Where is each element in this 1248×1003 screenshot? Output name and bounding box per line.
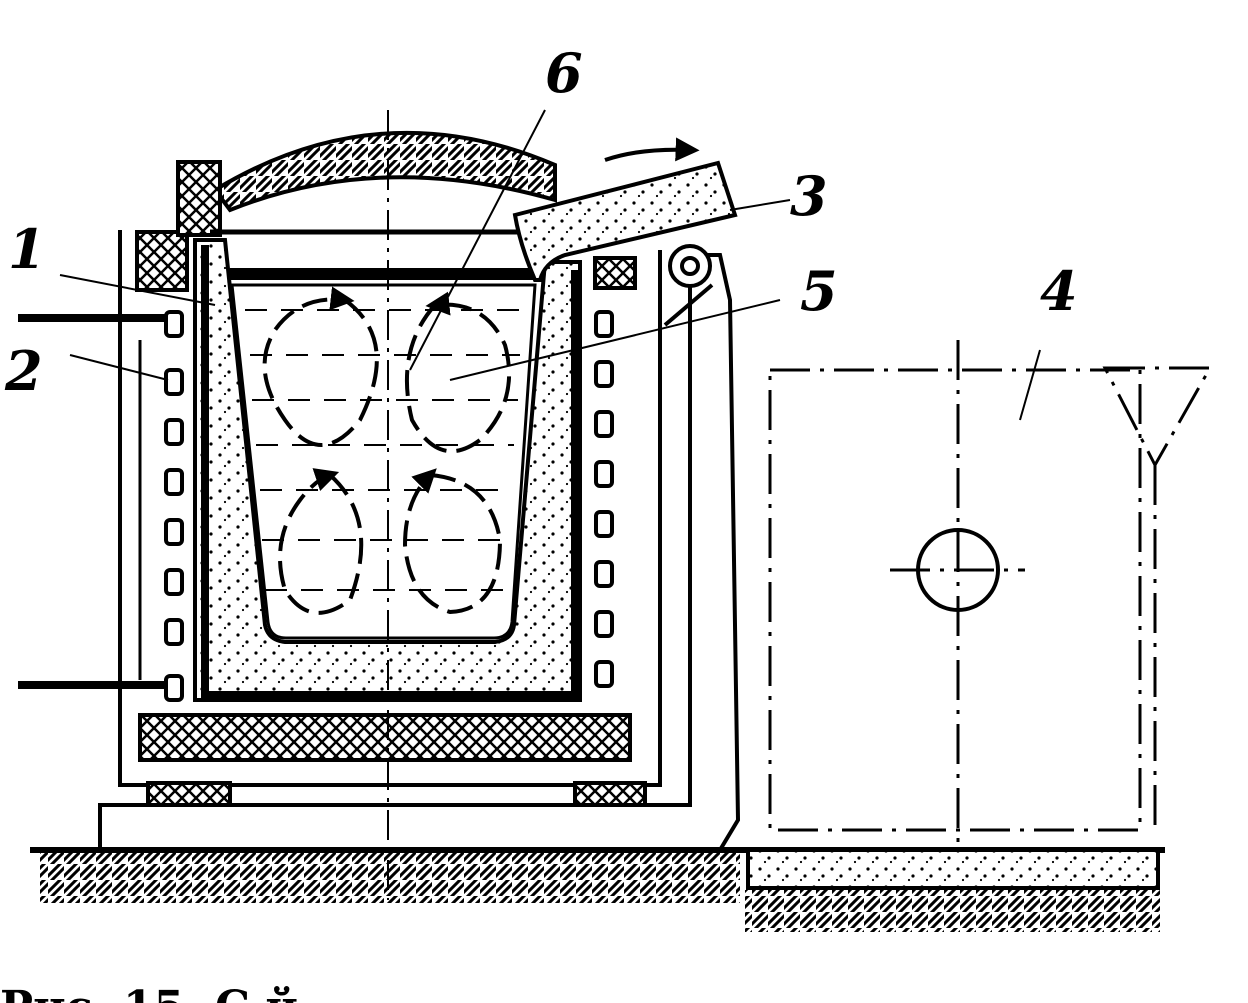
furnace-lid — [176, 130, 557, 237]
label-5: 5 — [800, 259, 838, 323]
receiving-mold — [768, 340, 1213, 845]
label-1: 1 — [8, 217, 46, 281]
insulation-top — [135, 230, 637, 292]
label-6: 6 — [545, 41, 583, 105]
inductor-coil — [18, 310, 614, 702]
circulation-flow — [262, 286, 512, 615]
label-4: 4 — [1040, 259, 1078, 323]
pouring-spout — [512, 137, 738, 282]
leader-lines — [59, 109, 1041, 421]
tilt-pivot — [663, 244, 714, 327]
ground — [30, 847, 1165, 932]
label-3: 3 — [790, 164, 828, 228]
mold-hole — [916, 528, 1000, 612]
crucible — [193, 238, 582, 702]
figure-caption: Рис. 15. С й — [0, 982, 298, 1003]
label-2: 2 — [4, 339, 43, 403]
